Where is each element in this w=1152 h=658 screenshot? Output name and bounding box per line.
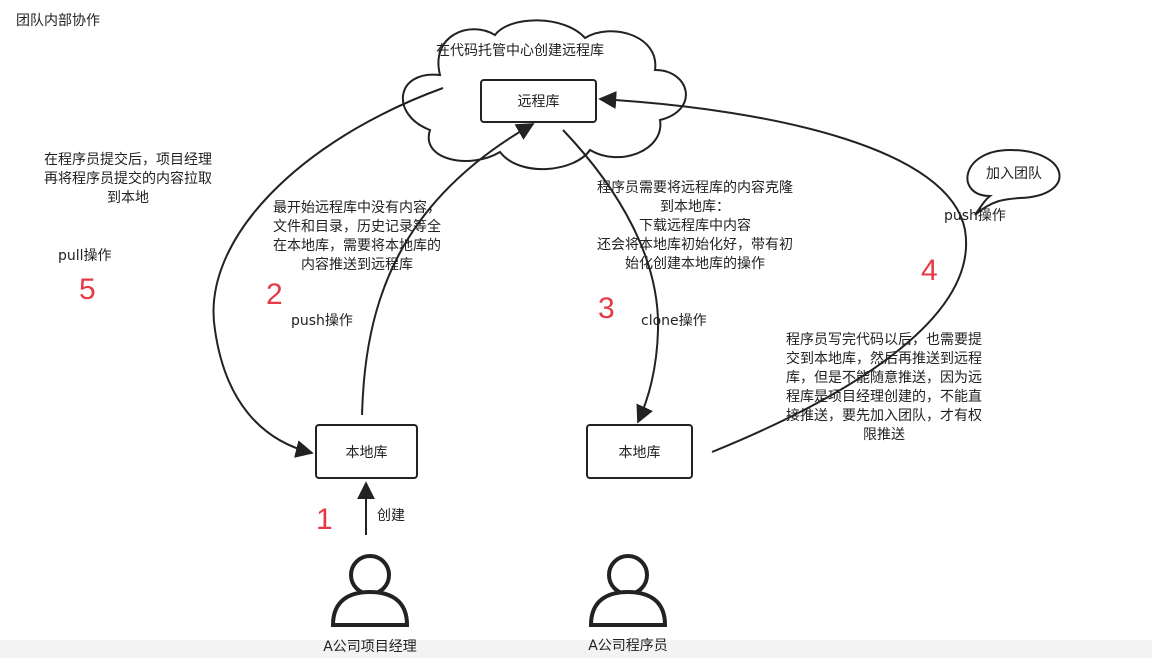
create-label: 创建 — [377, 508, 405, 524]
step-number-4: 4 — [921, 254, 938, 287]
local-repo-manager-box: 本地库 — [315, 424, 418, 479]
step-2-desc: 最开始远程库中没有内容， 文件和目录，历史记录等全 在本地库，需要将本地库的 内… — [273, 200, 441, 273]
arrow-pull-manager — [212, 87, 444, 458]
arrow-push-manager — [361, 123, 535, 416]
step-2-op: push操作 — [291, 313, 353, 329]
step-4-desc: 程序员写完代码以后，也需要提 交到本地库，然后再推送到远程 库，但是不能随意推送… — [786, 332, 982, 443]
join-team-label: 加入团队 — [986, 166, 1042, 182]
step-number-1: 1 — [316, 503, 333, 536]
step-3-op: clone操作 — [641, 313, 707, 329]
step-5-op: pull操作 — [58, 248, 112, 264]
step-number-2: 2 — [266, 278, 283, 311]
bottom-strip — [0, 640, 1152, 658]
join-team-bubble — [966, 148, 1061, 216]
step-4-op: push操作 — [944, 208, 1006, 224]
arrow-push-programmer — [598, 91, 968, 453]
step-number-3: 3 — [598, 292, 615, 325]
local-repo-programmer-box: 本地库 — [586, 424, 693, 479]
programmer-label: A公司程序员 — [588, 638, 668, 654]
remote-repo-box: 远程库 — [480, 79, 597, 123]
manager-label: A公司项目经理 — [323, 639, 417, 655]
step-number-5: 5 — [79, 273, 96, 306]
arrow-clone — [562, 129, 660, 424]
step-5-desc: 在程序员提交后，项目经理 再将程序员提交的内容拉取 到本地 — [44, 152, 212, 206]
programmer-person-icon — [588, 554, 668, 627]
cloud-label: 在代码托管中心创建远程库 — [436, 43, 604, 59]
manager-person-icon — [330, 554, 410, 627]
page-title: 团队内部协作 — [16, 13, 100, 29]
step-3-desc: 程序员需要将远程库的内容克隆 到本地库： 下载远程库中内容 还会将本地库初始化好… — [597, 180, 793, 272]
